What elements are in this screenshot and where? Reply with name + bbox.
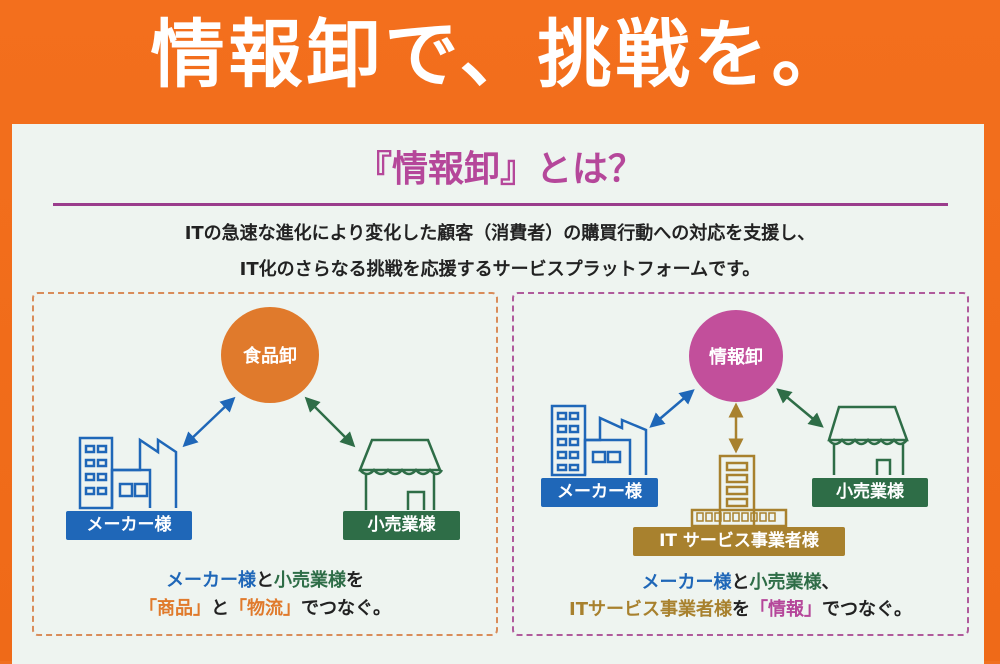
caption-text: と [256, 570, 274, 591]
caption-info: 「情報」 [749, 599, 822, 620]
left-caption-line-1: メーカー様と小売業様を [32, 566, 498, 592]
label-it-service: IT サービス事業者様 [633, 527, 845, 556]
arrow-hub-retailer-left [304, 396, 356, 448]
label-maker: メーカー様 [541, 478, 658, 507]
caption-text: を [731, 599, 750, 620]
caption-retailer: 小売業様 [749, 572, 822, 593]
caption-text: と [211, 598, 229, 619]
label-maker: メーカー様 [66, 511, 192, 540]
caption-text: でつなぐ。 [821, 599, 912, 620]
factory-icon [550, 404, 648, 477]
caption-goods: 「商品」 [139, 598, 211, 619]
label-retailer: 小売業様 [343, 511, 460, 540]
intro-line-1: ITの急速な進化により変化した顧客（消費者）の購買行動への対応を支援し、 [184, 223, 816, 244]
caption-text: を [346, 570, 364, 591]
left-panel [32, 292, 498, 636]
caption-maker: メーカー様 [166, 570, 256, 591]
left-caption-line-2: 「商品」と「物流」でつなぐ。 [32, 594, 498, 620]
caption-logistics: 「物流」 [229, 598, 301, 619]
hub-food-wholesale: 食品卸 [221, 307, 319, 403]
right-panel [512, 292, 969, 636]
hub-info-wholesale: 情報卸 [689, 310, 783, 402]
store-icon [358, 438, 444, 510]
store-icon [827, 405, 909, 475]
caption-retailer: 小売業様 [274, 570, 346, 591]
label-retailer: 小売業様 [812, 478, 928, 507]
caption-it: ITサービス事業者様 [569, 599, 732, 620]
right-caption-line-1: メーカー様と小売業様、 [512, 568, 969, 594]
divider [53, 203, 948, 206]
intro-line-2: IT化のさらなる挑戦を応援するサービスプラットフォームです。 [239, 259, 761, 280]
arrow-maker-hub-left [182, 396, 236, 448]
caption-maker: メーカー様 [641, 572, 732, 593]
caption-text: 、 [821, 572, 840, 593]
arrow-hub-retailer-right [776, 388, 824, 428]
caption-text: と [731, 572, 750, 593]
arrow-maker-hub-right [649, 389, 695, 428]
factory-icon [78, 436, 178, 510]
subtitle: 『情報卸』とは？ [355, 149, 644, 190]
headline: 情報卸で、挑戦を。 [150, 12, 850, 98]
office-building-icon [690, 454, 788, 528]
caption-text: でつなぐ。 [301, 598, 391, 619]
right-caption-line-2: ITサービス事業者様を「情報」でつなぐ。 [512, 595, 969, 621]
